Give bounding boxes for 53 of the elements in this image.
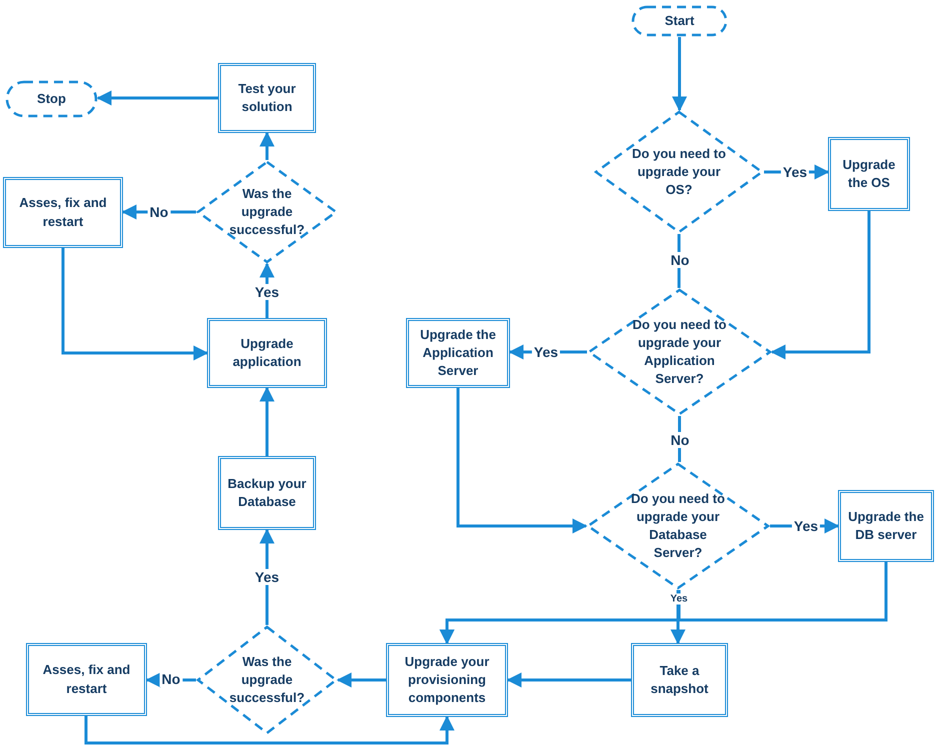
node-text: Backup your Database [226,474,308,511]
edge-label: Yes [252,284,282,300]
process-box [218,456,316,530]
arrow [672,37,687,112]
process-box [406,318,510,388]
node-text: Asses, fix and restart [42,661,132,698]
node-text: Upgrade the DB server [847,508,925,544]
node-text: Do you need to upgrade your Database Server? [630,490,726,562]
node-text: Start [664,12,696,30]
arrow [336,672,386,688]
node-text: Was the upgrade successful? [228,652,306,708]
edge-label: No [668,432,692,448]
edge-label: Yes [668,594,690,604]
arrow [440,562,888,644]
edge-label: No [668,252,692,268]
process-box [631,643,728,717]
arrow [670,590,686,644]
node-text: Was the upgrade successful? [228,184,306,240]
arrow [260,132,274,160]
decision-diamond [586,462,770,590]
node-text: Asses, fix and restart [18,194,108,230]
process-box [828,137,910,211]
arrow [506,672,631,688]
edge-label: Yes [780,164,810,180]
edge-label: No [160,671,182,687]
edge-label: Yes [252,569,282,585]
arrow [770,211,870,360]
edge-label: Yes [532,344,560,360]
process-box [26,643,147,716]
node-text: Upgrade the OS [842,156,896,192]
node-text: Upgrade application [232,334,302,371]
decision-diamond [587,288,772,416]
arrow [62,248,208,360]
node-text: Upgrade the Application Server [419,326,497,380]
node-text: Do you need to upgrade your Application Server? [632,316,728,388]
node-text: Upgrade your provisioning components [404,652,490,708]
edge-label: Yes [792,518,820,534]
decision-diamond [594,110,764,234]
process-box [207,318,327,388]
node-text: Test your solution [237,80,297,116]
process-box [218,63,316,133]
node-text: Do you need to upgrade your OS? [631,144,727,200]
edge-label: No [148,204,170,220]
process-box [838,490,934,562]
node-text: Stop [36,90,67,108]
process-box [3,177,123,248]
decision-diamond [196,160,338,264]
arrow [456,388,588,534]
arrow [84,716,454,744]
arrow [260,386,274,456]
node-text: Take a snapshot [650,662,710,698]
arrow [96,90,218,106]
process-box [386,643,508,717]
